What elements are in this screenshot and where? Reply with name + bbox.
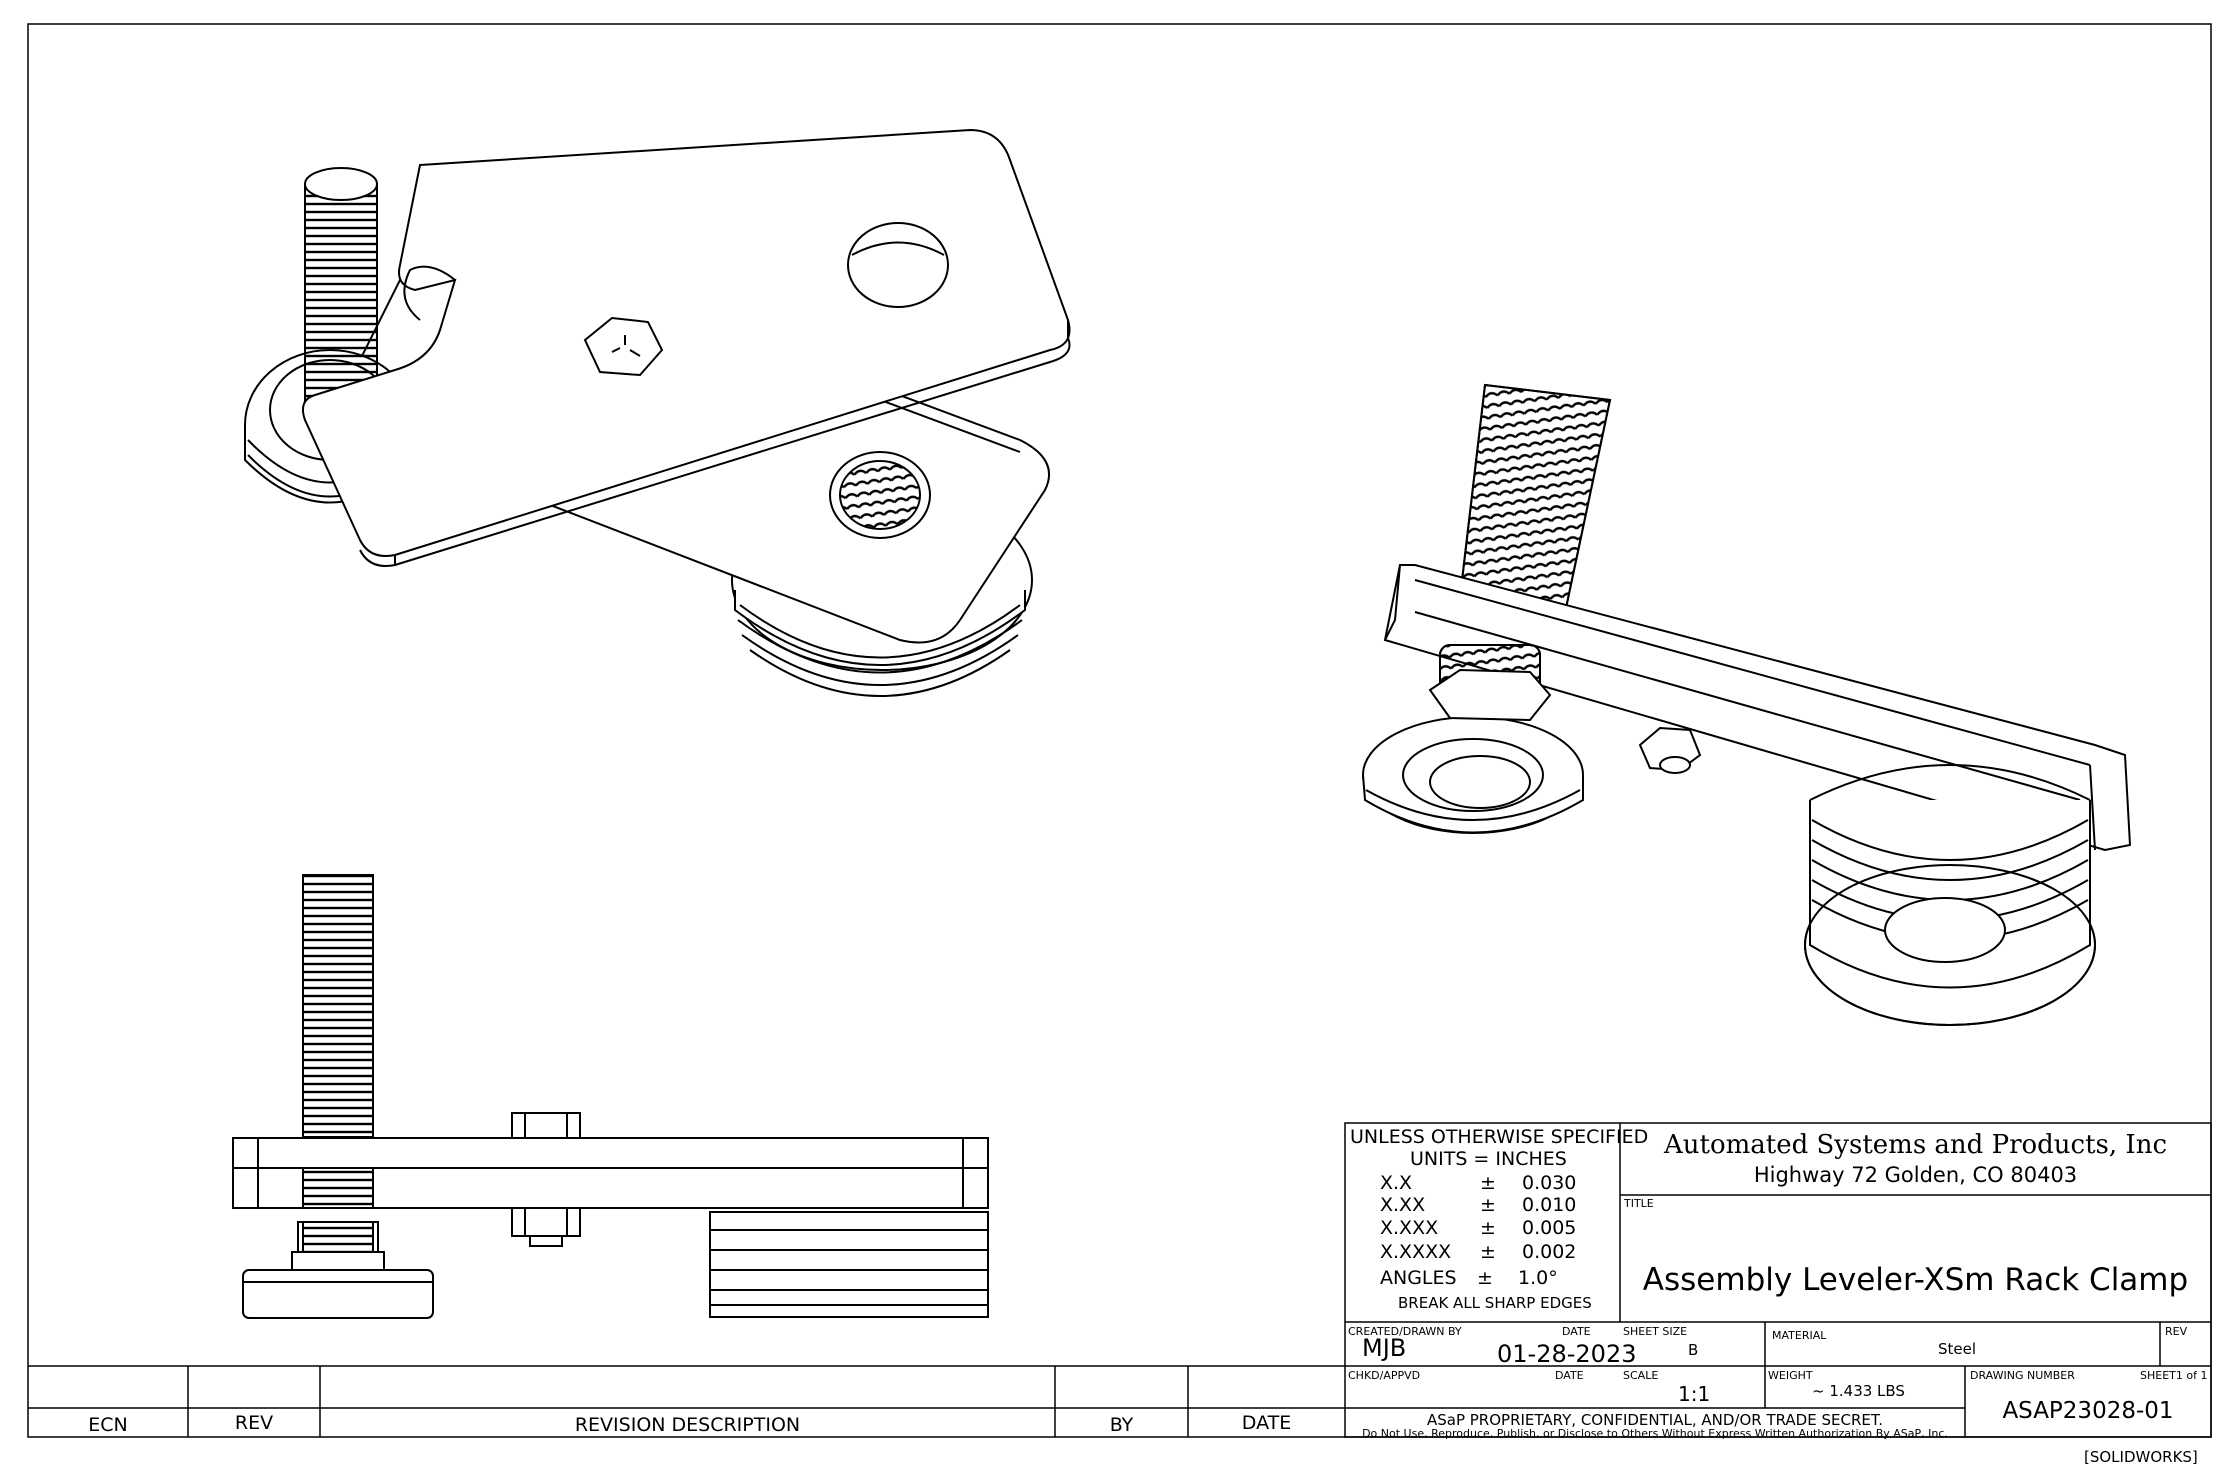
created-by-value: MJB — [1362, 1334, 1407, 1362]
sheet-size-value: B — [1688, 1341, 1699, 1359]
iso-view-top-left — [244, 128, 1071, 697]
company-address: Highway 72 Golden, CO 80403 — [1753, 1163, 2078, 1187]
iso-view-right — [1362, 383, 2132, 1026]
proprietary-notice: ASaP PROPRIETARY, CONFIDENTIAL, AND/OR T… — [1426, 1411, 1884, 1429]
company-name: Automated Systems and Products, Inc — [1663, 1130, 2168, 1160]
rev-table-header-description: REVISION DESCRIPTION — [574, 1414, 801, 1436]
revision-table-lines — [28, 1365, 1345, 1437]
rev-table-header-date: DATE — [1241, 1412, 1292, 1434]
created-by-label: CREATED/DRAWN BY — [1348, 1325, 1462, 1338]
tol-sym-2: ± — [1480, 1194, 1496, 1216]
tol-value-4: 0.002 — [1522, 1241, 1577, 1263]
drawing-number-label: DRAWING NUMBER — [1970, 1369, 2075, 1382]
rev-table-header-ecn: ECN — [88, 1414, 128, 1436]
rev-table-header-rev: REV — [234, 1412, 274, 1434]
tol-sym-5: ± — [1477, 1267, 1493, 1289]
tol-label-2: X.XX — [1380, 1194, 1426, 1216]
date-value: 01-28-2023 — [1497, 1340, 1637, 1368]
tol-value-2: 0.010 — [1522, 1194, 1577, 1216]
chkd-label: CHKD/APPVD — [1348, 1369, 1421, 1382]
scale-value: 1:1 — [1678, 1382, 1711, 1406]
front-view — [232, 874, 989, 1319]
tol-value-5: 1.0° — [1518, 1267, 1558, 1289]
drawing-number-value: ASAP23028-01 — [2002, 1398, 2174, 1424]
disclaimer-notice: Do Not Use, Reproduce, Publish, or Discl… — [1362, 1427, 1948, 1440]
tol-sym-3: ± — [1480, 1217, 1496, 1239]
date-label: DATE — [1562, 1325, 1591, 1338]
drawing-title: Assembly Leveler-XSm Rack Clamp — [1642, 1262, 2189, 1298]
tol-sym-1: ± — [1480, 1172, 1496, 1194]
software-footer: [SOLIDWORKS] — [2084, 1448, 2198, 1466]
tolerance-header: UNLESS OTHERWISE SPECIFIED — [1350, 1126, 1649, 1148]
tol-value-3: 0.005 — [1522, 1217, 1577, 1239]
tolerance-note: BREAK ALL SHARP EDGES — [1398, 1294, 1592, 1312]
sheet-border — [27, 23, 2212, 1438]
tolerance-units: UNITS = INCHES — [1410, 1148, 1567, 1170]
rev-table-header-by: BY — [1109, 1414, 1134, 1436]
tol-sym-4: ± — [1480, 1241, 1496, 1263]
sheet-count: SHEET1 of 1 — [2140, 1369, 2208, 1382]
rev-label: REV — [2165, 1325, 2188, 1338]
material-value: Steel — [1938, 1340, 1977, 1358]
material-label: MATERIAL — [1772, 1329, 1827, 1342]
weight-label: WEIGHT — [1768, 1369, 1813, 1382]
title-label: TITLE — [1624, 1197, 1654, 1210]
tol-label-4: X.XXXX — [1380, 1241, 1452, 1263]
title-block-lines — [1344, 1122, 2212, 1438]
sheet-size-label: SHEET SIZE — [1623, 1325, 1688, 1338]
weight-value: ~ 1.433 LBS — [1812, 1382, 1905, 1400]
tol-label-3: X.XXX — [1380, 1217, 1439, 1239]
scale-label: SCALE — [1623, 1369, 1659, 1382]
date2-label: DATE — [1555, 1369, 1584, 1382]
tol-label-5: ANGLES — [1380, 1267, 1457, 1289]
tol-label-1: X.X — [1380, 1172, 1413, 1194]
tol-value-1: 0.030 — [1522, 1172, 1577, 1194]
